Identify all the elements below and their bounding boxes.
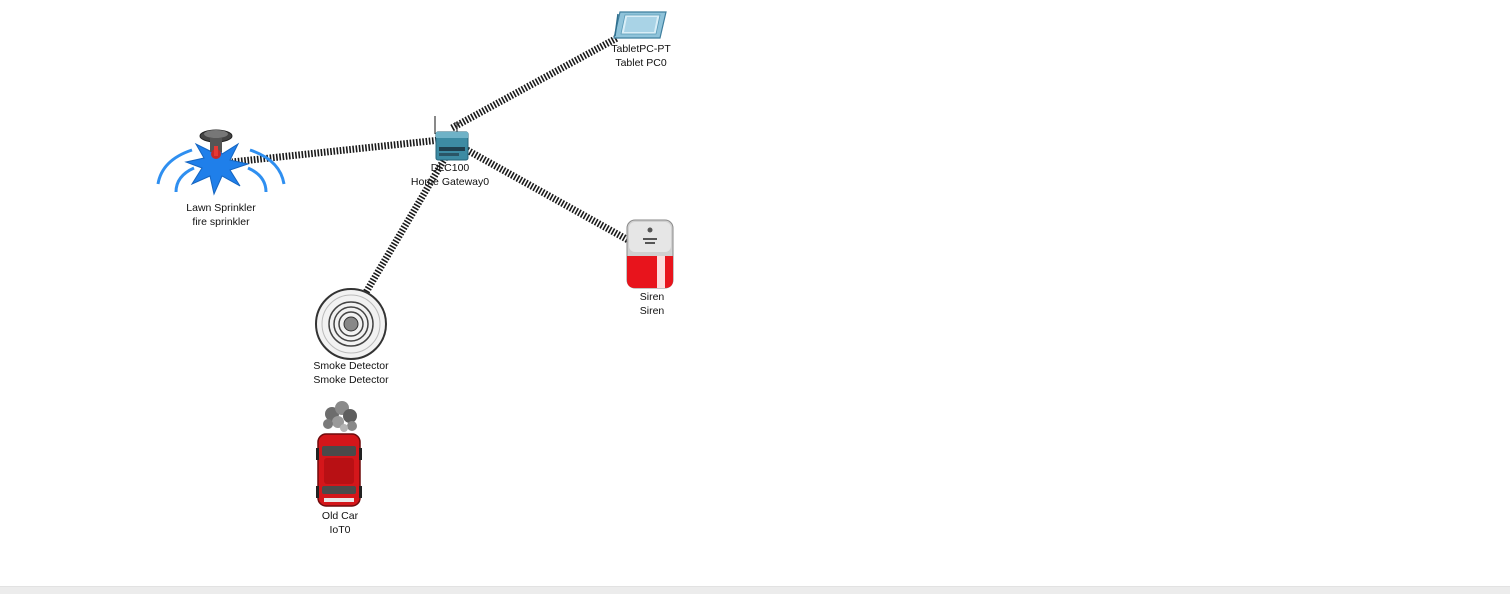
tablet-model: TabletPC-PT	[611, 43, 671, 55]
siren-model: Siren	[639, 291, 665, 303]
gateway-name: Home Gateway0	[410, 176, 490, 188]
smoke-detector-model: Smoke Detector	[313, 360, 389, 372]
sprinkler-name: fire sprinkler	[192, 216, 250, 228]
tablet-icon	[613, 11, 667, 39]
old-car-icon	[316, 401, 362, 507]
smoke-detector-icon	[315, 288, 387, 360]
siren-icon	[626, 219, 674, 289]
car-model: Old Car	[321, 510, 359, 522]
wireless-link-siren[interactable]	[464, 146, 631, 244]
workspace-bottom-bar	[0, 586, 1510, 594]
sprinkler-icon	[156, 129, 286, 196]
sprinkler-label: Lawn Sprinkler fire sprinkler	[141, 201, 301, 229]
smoke-detector-name: Smoke Detector	[313, 374, 389, 386]
car-label: Old Car IoT0	[260, 509, 420, 537]
smoke-cloud-icon	[323, 401, 357, 432]
wireless-link-smoke-detector[interactable]	[361, 155, 449, 297]
car-name: IoT0	[329, 524, 351, 536]
tablet-label: TabletPC-PT Tablet PC0	[561, 42, 721, 70]
sprinkler-model: Lawn Sprinkler	[186, 202, 256, 214]
smoke-detector-label: Smoke Detector Smoke Detector	[271, 359, 431, 387]
tablet-name: Tablet PC0	[615, 57, 667, 69]
wireless-link-tablet[interactable]	[449, 34, 620, 132]
siren-label: Siren Siren	[572, 290, 732, 318]
home-gateway-icon	[434, 116, 469, 161]
gateway-model: DLC100	[430, 162, 470, 174]
gateway-label: DLC100 Home Gateway0	[370, 161, 530, 189]
siren-name: Siren	[639, 305, 665, 317]
